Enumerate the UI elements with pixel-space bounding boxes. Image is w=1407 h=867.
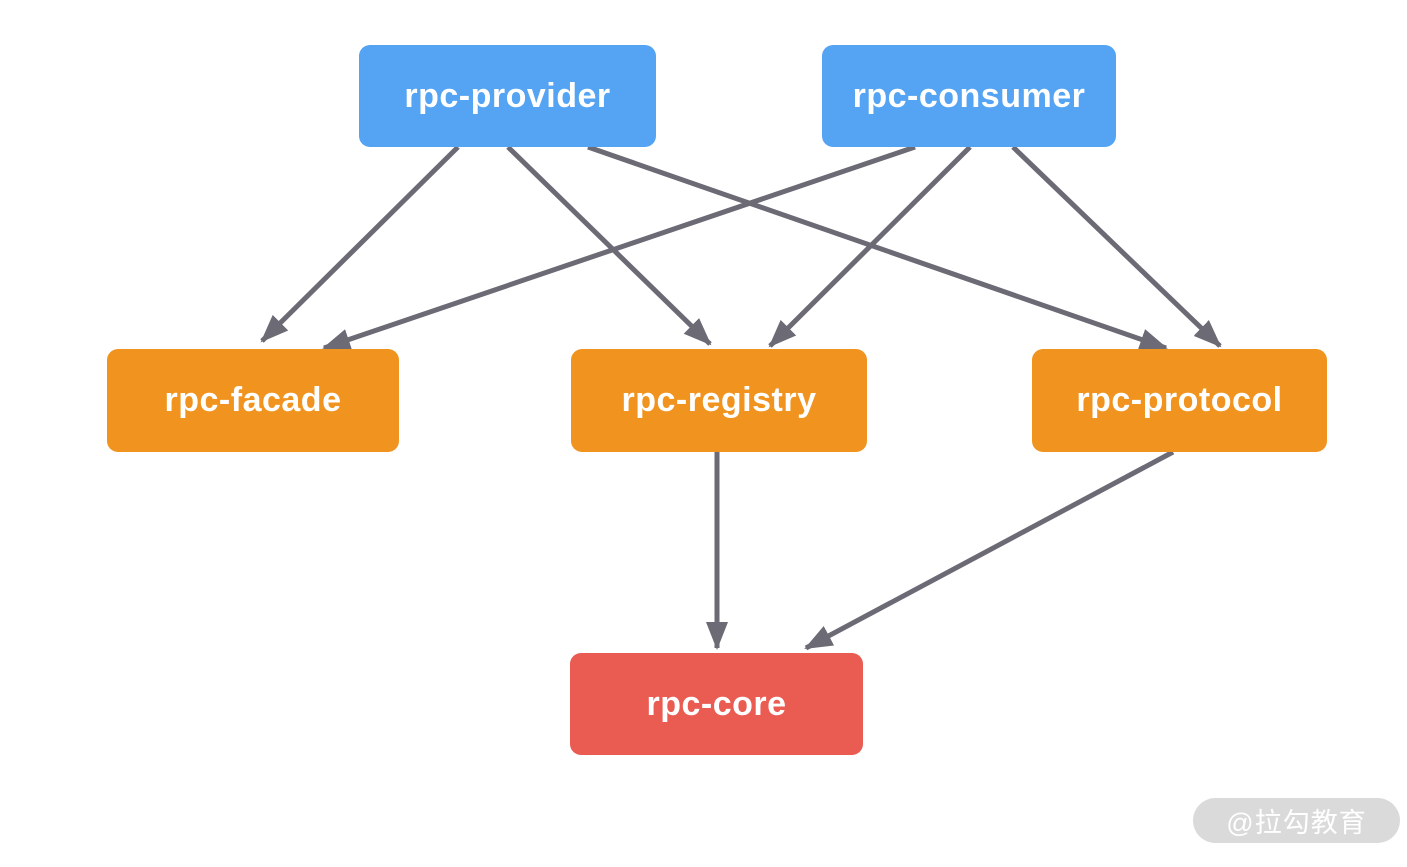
- watermark-badge: @拉勾教育: [1193, 798, 1400, 843]
- edge-rpc-provider-to-rpc-protocol: [587, 144, 1168, 351]
- node-rpc-facade: rpc-facade: [107, 349, 399, 452]
- edge-rpc-protocol-to-rpc-core: [804, 449, 1175, 651]
- edge-rpc-consumer-to-rpc-protocol: [1011, 145, 1222, 348]
- node-rpc-protocol: rpc-protocol: [1032, 349, 1327, 452]
- node-rpc-provider: rpc-provider: [359, 45, 656, 147]
- edge-rpc-consumer-to-rpc-facade: [322, 144, 916, 351]
- node-label: rpc-protocol: [1076, 381, 1283, 419]
- edge-rpc-provider-to-rpc-registry: [506, 145, 712, 346]
- edge-rpc-consumer-to-rpc-registry: [768, 145, 972, 348]
- node-rpc-registry: rpc-registry: [571, 349, 867, 452]
- node-label: rpc-core: [646, 684, 787, 723]
- node-rpc-core: rpc-core: [570, 653, 863, 755]
- node-label: rpc-provider: [404, 76, 611, 115]
- node-rpc-consumer: rpc-consumer: [822, 45, 1116, 147]
- watermark-text: @拉勾教育: [1226, 808, 1367, 838]
- edge-rpc-provider-to-rpc-facade: [260, 145, 460, 343]
- node-label: rpc-registry: [621, 381, 817, 419]
- node-label: rpc-facade: [164, 381, 342, 419]
- node-label: rpc-consumer: [852, 76, 1086, 115]
